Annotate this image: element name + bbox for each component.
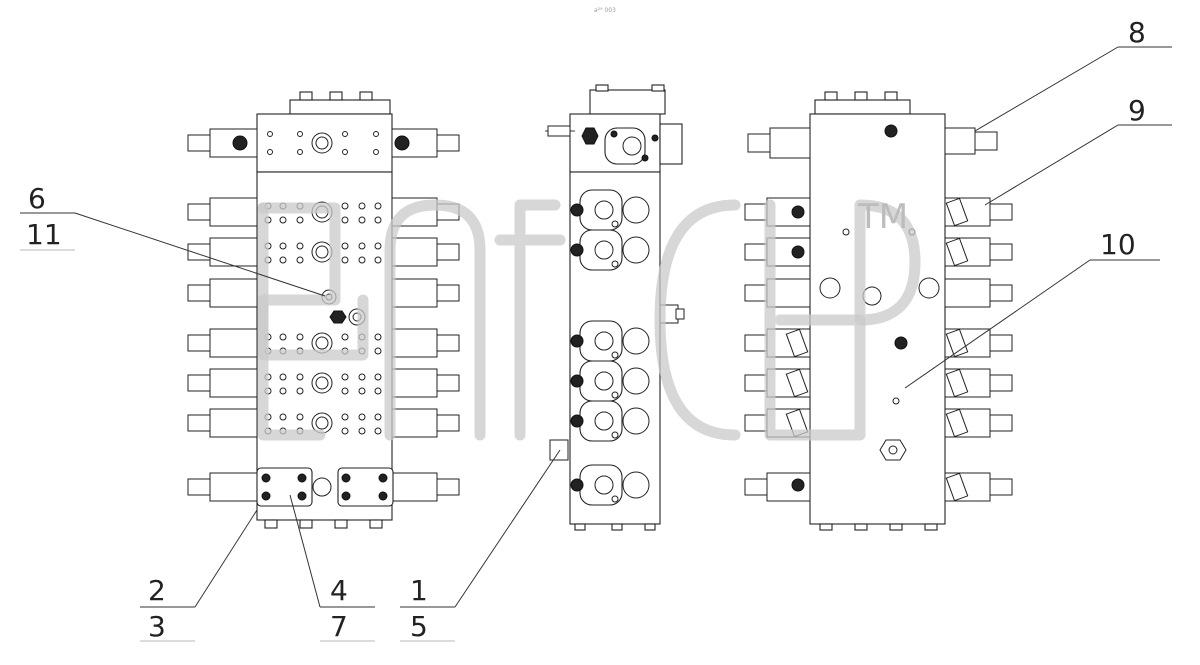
port-right (391, 237, 460, 267)
side-section (570, 360, 650, 402)
front-view (187, 91, 460, 529)
rear-port-right (944, 278, 1013, 308)
callout-6: 6 (28, 182, 46, 215)
side-section (570, 320, 650, 362)
bolt-hole (373, 149, 379, 155)
side-view (545, 84, 685, 531)
plug (791, 205, 805, 219)
top-note: a²⁹ 003 (594, 7, 616, 14)
callout-9: 9 (1128, 94, 1146, 127)
callout-2: 2 (148, 574, 166, 607)
bolt-hole (267, 131, 273, 137)
port-left (187, 278, 258, 308)
port-left (187, 368, 258, 398)
spool-section (264, 241, 382, 264)
port-left (187, 472, 258, 502)
port-left (187, 328, 258, 358)
side-section (570, 189, 650, 231)
callout-5: 5 (410, 610, 428, 643)
angled-fitting (945, 472, 969, 502)
port-right (391, 472, 460, 502)
watermark: TM (257, 197, 921, 441)
port-right (391, 128, 460, 158)
callout-11: 11 (26, 218, 62, 251)
port-left (187, 408, 258, 438)
bolt-hole (373, 131, 379, 137)
angled-fitting (945, 237, 969, 267)
angled-fitting (945, 328, 969, 358)
rear-view (744, 91, 1013, 531)
side-section (570, 464, 650, 506)
side-section (570, 400, 650, 442)
port-left (187, 197, 258, 227)
callout-10: 10 (1100, 228, 1136, 261)
angled-fitting (945, 368, 969, 398)
port-right (391, 408, 460, 438)
angled-fitting (945, 408, 969, 438)
bolt-hole (297, 149, 303, 155)
watermark-text: TM (857, 197, 908, 237)
angled-fitting (785, 328, 809, 358)
bolt-hole (267, 149, 273, 155)
bolt-hole (342, 131, 348, 137)
bolt-hole (342, 149, 348, 155)
port-right (391, 278, 460, 308)
callout-4: 4 (330, 574, 348, 607)
port-right (391, 368, 460, 398)
callout-8: 8 (1128, 16, 1146, 49)
callout-labels: 6 11 2 3 4 7 1 5 8 9 10 (26, 16, 1146, 643)
angled-fitting (945, 197, 969, 227)
spool-section (264, 372, 382, 395)
callout-3: 3 (148, 610, 166, 643)
port-right (391, 328, 460, 358)
bolt-hole (297, 131, 303, 137)
callout-leaders (20, 46, 1172, 642)
plug (791, 245, 805, 259)
rear-port-left (744, 278, 811, 308)
side-section (570, 229, 650, 271)
callout-7: 7 (330, 610, 348, 643)
callout-1: 1 (410, 574, 428, 607)
angled-fitting (785, 368, 809, 398)
